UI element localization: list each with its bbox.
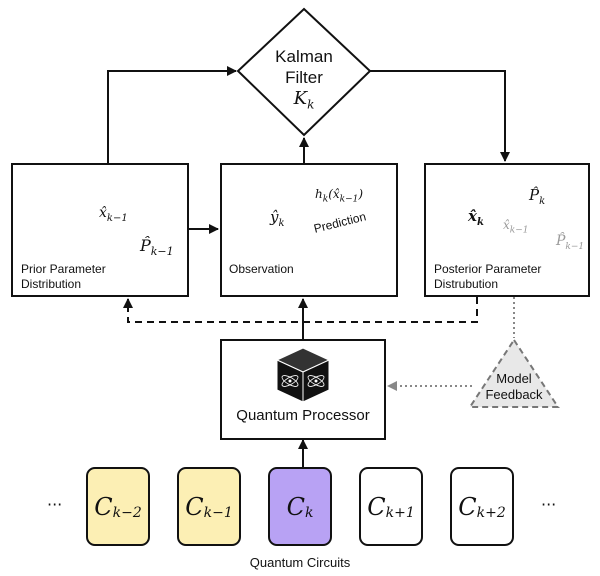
kalman-gain-symbol: K: [293, 88, 308, 109]
prediction-function-label: hk(x̂k−1): [315, 187, 363, 204]
circuit-c-k-plus-2-symbol: C: [458, 492, 477, 521]
prior-mean-subscript: k−1: [106, 212, 128, 224]
prior-covariance-symbol: P̂: [140, 236, 151, 255]
prior-mean-ghost-label: x̂k−1: [503, 218, 529, 235]
observation-label: Observation: [229, 262, 294, 276]
kalman-filter-title-line1: Kalman: [275, 47, 333, 66]
prior-label-line2: Distribution: [21, 277, 82, 291]
posterior-parameter-box: [424, 163, 590, 297]
posterior-label-line1: Posterior Parameter: [434, 262, 542, 276]
circuit-c-k-subscript: k: [304, 504, 314, 521]
circuit-c-k-plus-1-subscript: k+1: [385, 504, 415, 521]
circuit-c-k-minus-2-subscript: k−2: [112, 504, 142, 521]
prediction-close-paren: ): [358, 187, 364, 201]
prior-covariance-ghost-subscript: k−1: [565, 241, 585, 252]
quantum-processor-label: Quantum Processor: [236, 407, 370, 424]
circuit-c-k-minus-1-subscript: k−1: [203, 504, 233, 521]
prior-mean-ghost-subscript: k−1: [509, 225, 529, 236]
prior-covariance-ghost-label: P̂k−1: [556, 233, 584, 252]
arrow-filter-to-posterior: [370, 70, 510, 162]
model-feedback-line1: Model: [496, 371, 532, 386]
dashed-arrow-posterior-to-prior: [123, 297, 478, 323]
posterior-covariance-subscript: k: [539, 196, 546, 207]
quantum-processor-box: [220, 339, 386, 440]
prior-covariance-ghost-symbol: P̂: [556, 233, 566, 249]
prior-mean-ghost-symbol: x̂: [503, 218, 510, 232]
circuit-c-k-plus-2-subscript: k+2: [476, 504, 506, 521]
prior-covariance-label: P̂k−1: [140, 236, 174, 258]
prediction-argument: (x̂: [328, 187, 340, 201]
circuit-c-k-symbol: C: [286, 492, 305, 521]
kalman-filter-label: Kalman Filter Kk: [264, 46, 344, 116]
model-feedback-triangle: [468, 338, 560, 408]
kalman-filter-diamond: [236, 7, 372, 137]
prior-covariance-subscript: k−1: [150, 245, 174, 259]
posterior-covariance-label: P̂k: [529, 186, 545, 207]
prior-mean-symbol: x̂: [99, 205, 107, 221]
circuit-c-k-minus-1-symbol: C: [185, 492, 204, 521]
observation-value-label: ŷk: [270, 208, 285, 229]
model-feedback-label: Model Feedback: [474, 371, 554, 403]
kalman-filter-title-line2: Filter: [285, 68, 323, 87]
prediction-argument-subscript: k−1: [339, 194, 359, 205]
posterior-mean-label: x̂k: [468, 207, 484, 228]
circuit-c-k-plus-1-symbol: C: [367, 492, 386, 521]
posterior-mean-symbol: x̂: [468, 207, 477, 225]
observation-box: [220, 163, 398, 297]
prediction-function-symbol: h: [315, 187, 323, 201]
prior-label-line1: Prior Parameter: [21, 262, 106, 276]
observation-symbol: ŷ: [270, 208, 279, 226]
kalman-gain-subscript: k: [307, 97, 315, 112]
quantum-circuits-caption: Quantum Circuits: [249, 555, 351, 570]
circuit-ellipsis-right: ···: [541, 495, 557, 514]
posterior-parameter-label: Posterior Parameter Distrubution: [434, 262, 541, 292]
posterior-label-line2: Distrubution: [434, 277, 499, 291]
prior-mean-label: x̂k−1: [99, 205, 128, 224]
arrow-prior-to-filter: [107, 66, 237, 163]
posterior-mean-subscript: k: [476, 217, 484, 228]
observation-subscript: k: [278, 218, 285, 229]
quantum-processor-cube-icon: [275, 347, 331, 403]
circuit-c-k-minus-2-symbol: C: [94, 492, 113, 521]
circuit-ellipsis-left: ···: [47, 495, 63, 514]
prior-parameter-box: [11, 163, 189, 297]
model-feedback-line2: Feedback: [485, 387, 543, 402]
prior-parameter-label: Prior Parameter Distribution: [21, 262, 106, 292]
posterior-covariance-symbol: P̂: [529, 186, 540, 204]
kalman-gain: Kk: [264, 88, 344, 116]
prediction-function-subscript: k: [322, 194, 329, 205]
